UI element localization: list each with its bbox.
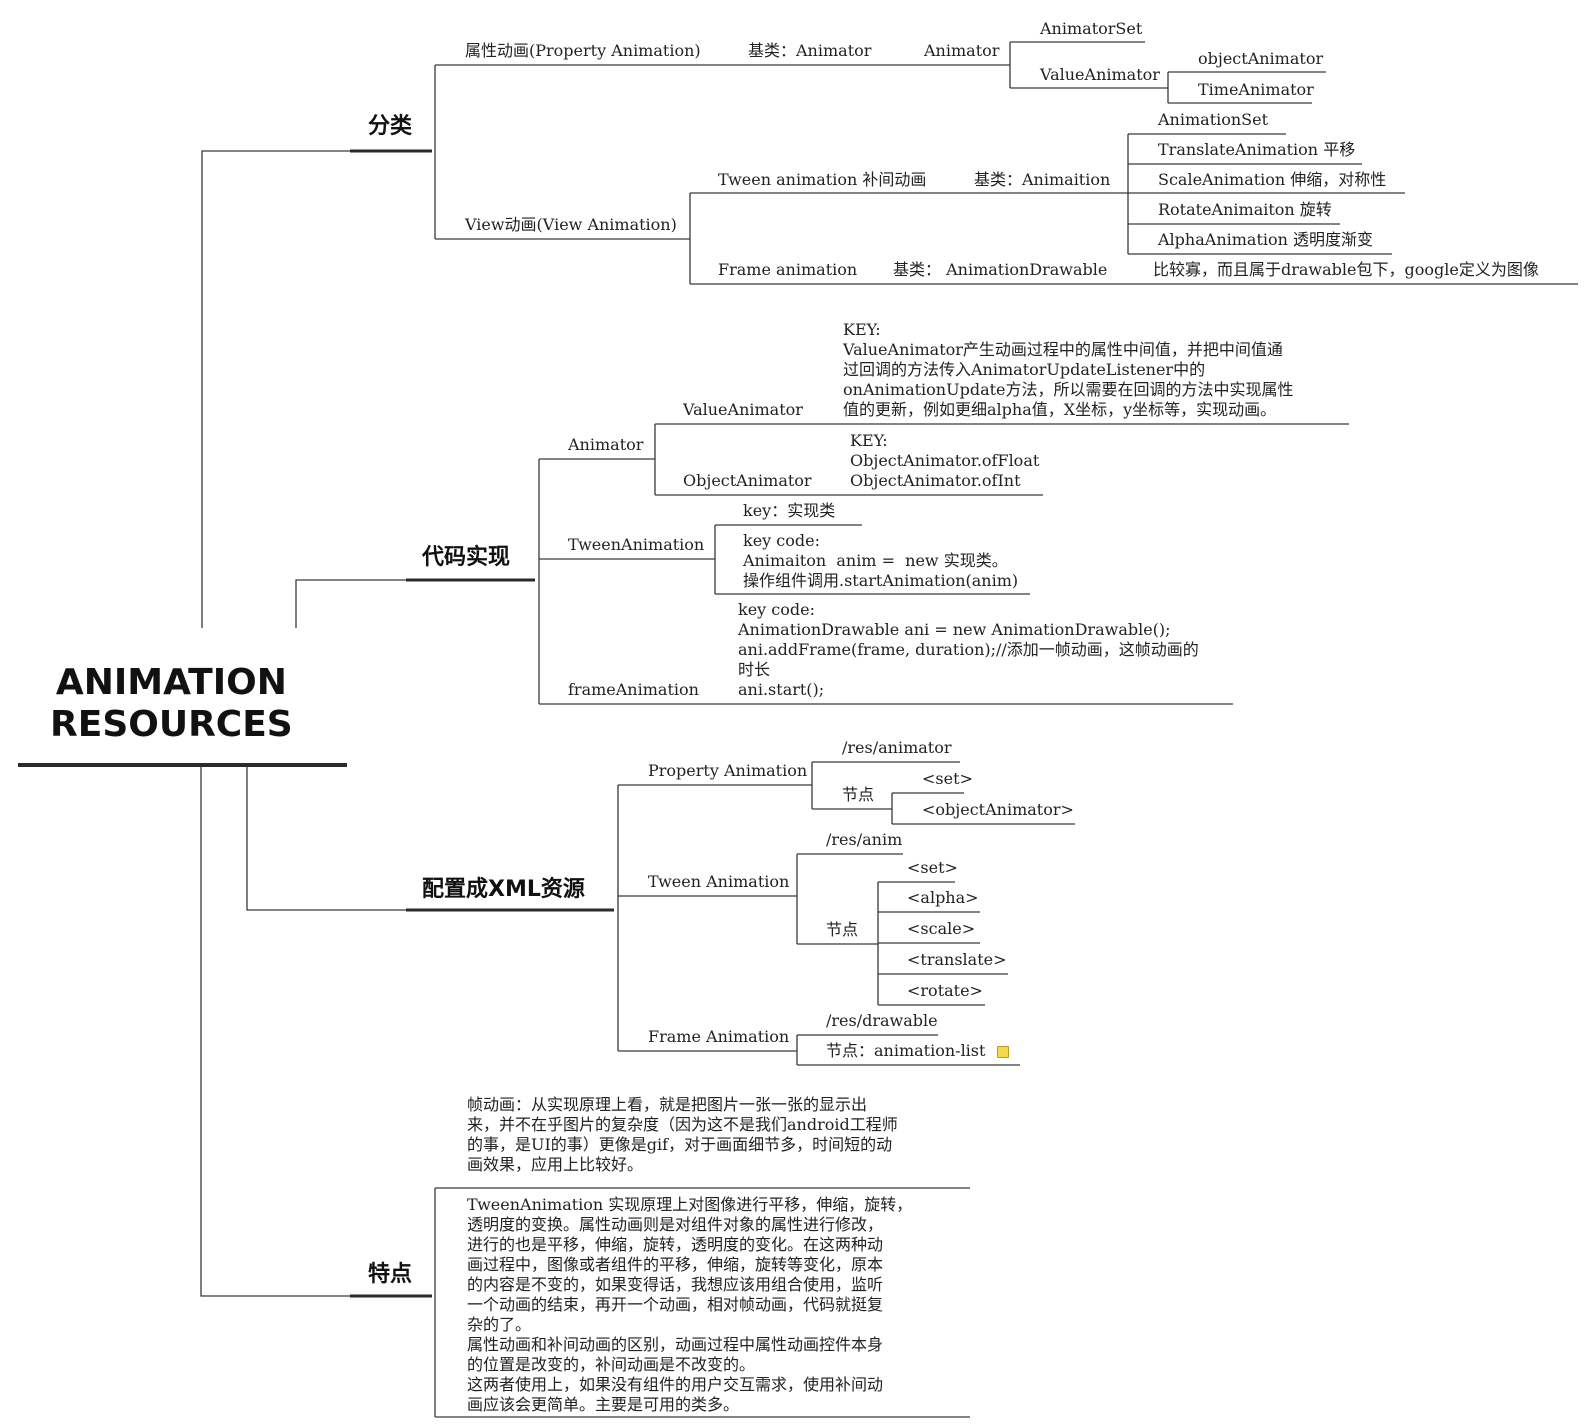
code-frame-node: frameAnimation	[568, 680, 699, 699]
tween-animation-node: Tween animation 补间动画	[718, 170, 927, 189]
xml-tween-set: <set>	[907, 858, 958, 877]
xml-tween-alpha: <alpha>	[907, 888, 979, 907]
tween-child-animationset: AnimationSet	[1158, 110, 1269, 129]
root-to-classification	[201, 150, 350, 628]
valueanimator-node: ValueAnimator	[1040, 65, 1160, 84]
branch-xml: 配置成XML资源	[422, 877, 585, 902]
tween-base-class: 基类：Animaition	[974, 170, 1111, 189]
xml-frame-node: Frame Animation	[648, 1027, 790, 1046]
code-objectanimator-note: KEY: ObjectAnimator.ofFloat ObjectAnimat…	[850, 431, 1040, 490]
features-frame-note: 帧动画：从实现原理上看，就是把图片一张一张的显示出 来，并不在乎图片的复杂度（因…	[467, 1095, 898, 1174]
code-frame-code: key code: AnimationDrawable ani = new An…	[738, 600, 1199, 699]
code-animator-node: Animator	[568, 435, 644, 454]
animator-node: Animator	[924, 41, 1000, 60]
xml-frame-nodes-label: 节点：animation-list	[826, 1041, 986, 1060]
code-tween-code: key code: Animaiton anim = new 实现类。 操作组件…	[743, 531, 1019, 590]
note-icon[interactable]	[997, 1046, 1009, 1058]
code-tween-key: key：实现类	[743, 501, 836, 520]
xml-property-objectanimator: <objectAnimator>	[922, 800, 1074, 819]
frame-animation-note: 比较寡，而且属于drawable包下，google定义为图像	[1153, 260, 1539, 279]
property-animation-node: 属性动画(Property Animation)	[465, 41, 701, 60]
root-to-code	[295, 579, 406, 628]
tween-child-scale: ScaleAnimation 伸缩，对称性	[1158, 170, 1387, 189]
code-objectanimator-node: ObjectAnimator	[683, 471, 812, 490]
xml-tween-scale: <scale>	[907, 919, 976, 938]
xml-tween-path: /res/anim	[826, 830, 903, 849]
tween-child-alpha: AlphaAnimation 透明度渐变	[1158, 230, 1374, 249]
branch-features: 特点	[368, 1262, 413, 1287]
branch-code: 代码实现	[422, 545, 511, 570]
xml-tween-node: Tween Animation	[648, 872, 790, 891]
tween-child-translate: TranslateAnimation 平移	[1158, 140, 1356, 159]
root-title: ANIMATION RESOURCES	[50, 662, 293, 745]
branch-classification: 分类	[368, 114, 413, 139]
xml-tween-nodes-label: 节点	[826, 920, 859, 939]
xml-property-set: <set>	[922, 769, 973, 788]
code-valueanimator-node: ValueAnimator	[683, 400, 803, 419]
code-valueanimator-note: KEY: ValueAnimator产生动画过程中的属性中间值，并把中间值通 过…	[843, 320, 1294, 419]
xml-frame-path: /res/drawable	[826, 1011, 938, 1030]
timeanimator-node: TimeAnimator	[1198, 80, 1314, 99]
tween-child-rotate: RotateAnimaiton 旋转	[1158, 200, 1332, 219]
frame-base-class: 基类： AnimationDrawable	[893, 260, 1108, 279]
xml-tween-rotate: <rotate>	[907, 981, 983, 1000]
frame-animation-node: Frame animation	[718, 260, 858, 279]
code-tween-node: TweenAnimation	[568, 535, 705, 554]
xml-property-nodes-label: 节点	[842, 785, 875, 804]
view-animation-node: View动画(View Animation)	[465, 215, 677, 234]
property-base-class: 基类：Animator	[748, 41, 872, 60]
features-main-note: TweenAnimation 实现原理上对图像进行平移，伸缩，旋转， 透明度的变…	[467, 1195, 913, 1414]
root-to-xml	[246, 765, 406, 911]
animatorset-node: AnimatorSet	[1040, 19, 1143, 38]
root-to-features	[200, 765, 350, 1297]
xml-property-node: Property Animation	[648, 761, 808, 780]
xml-property-path: /res/animator	[842, 738, 952, 757]
objectanimator-node: objectAnimator	[1198, 49, 1324, 68]
xml-tween-translate: <translate>	[907, 950, 1007, 969]
